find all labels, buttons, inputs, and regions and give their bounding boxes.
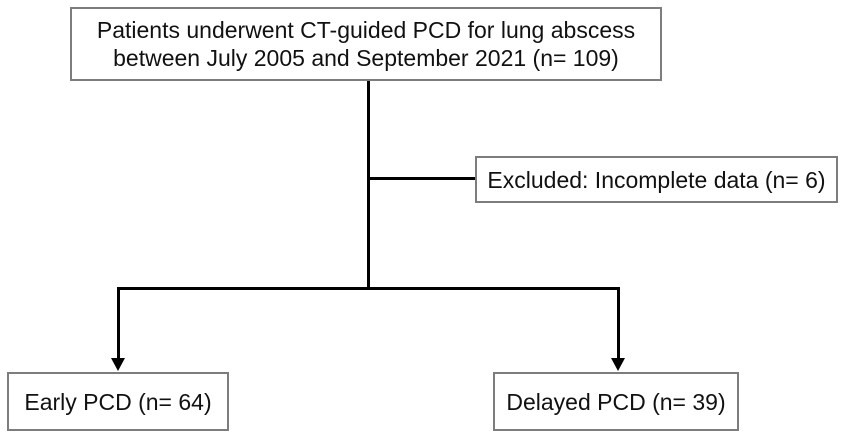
connector-stem-vertical: [367, 81, 370, 290]
flowchart-box-delayed-pcd: Delayed PCD (n= 39): [493, 372, 739, 431]
flowchart-box-early-pcd-label: Early PCD (n= 64): [24, 388, 212, 415]
arrowhead-down-right-icon: [611, 358, 625, 371]
connector-branch-horizontal: [117, 287, 620, 290]
arrowhead-down-left-icon: [111, 358, 125, 371]
connector-excluded-horizontal: [369, 177, 475, 180]
flowchart-box-delayed-pcd-label: Delayed PCD (n= 39): [506, 388, 726, 415]
flowchart-box-enrollment: Patients underwent CT-guided PCD for lun…: [70, 7, 662, 81]
connector-drop-right: [617, 287, 620, 359]
flowchart-box-early-pcd: Early PCD (n= 64): [7, 372, 229, 431]
flowchart-box-excluded: Excluded: Incomplete data (n= 6): [475, 156, 838, 203]
connector-drop-left: [117, 287, 120, 359]
flowchart-box-enrollment-label: Patients underwent CT-guided PCD for lun…: [96, 17, 636, 71]
flowchart-box-excluded-label: Excluded: Incomplete data (n= 6): [487, 166, 826, 193]
